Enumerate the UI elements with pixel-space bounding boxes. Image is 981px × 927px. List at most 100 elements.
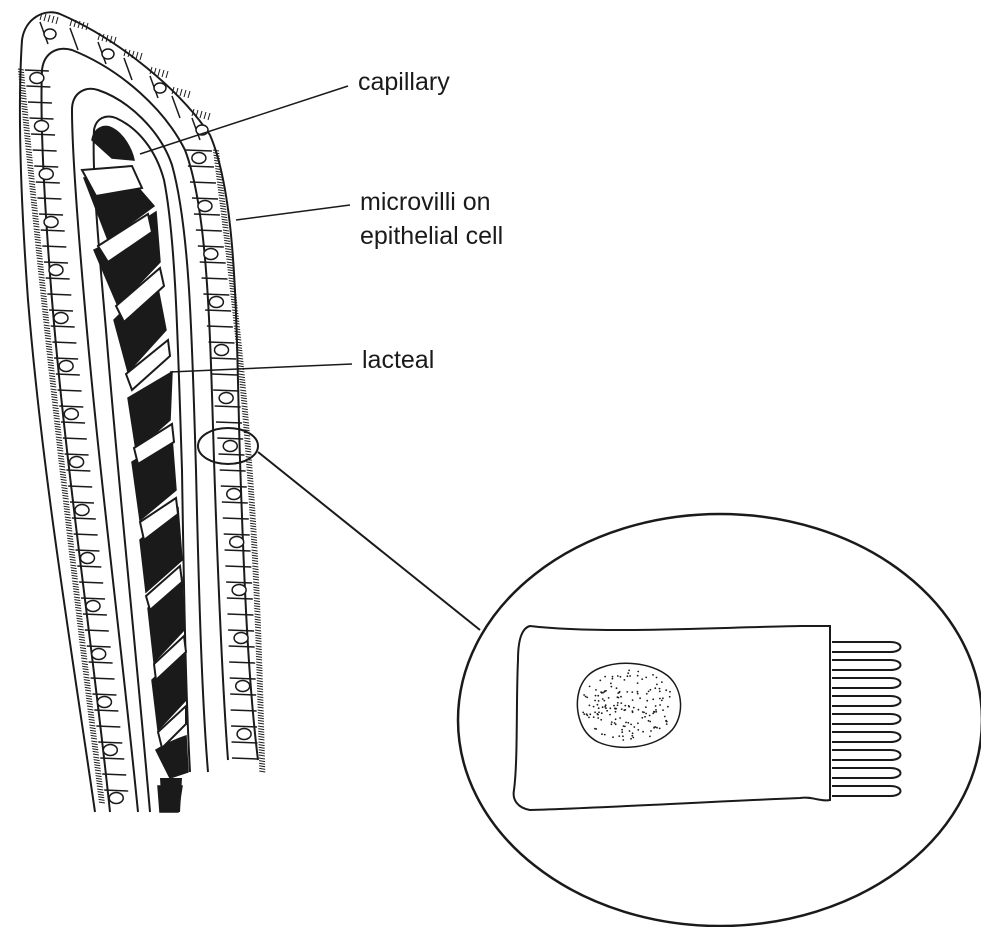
microvillus [252, 550, 258, 551]
microvillus [241, 395, 247, 396]
microvillus [248, 491, 254, 492]
chromatin-dot [656, 684, 658, 686]
microvillus [247, 470, 253, 471]
microvillus [241, 400, 247, 401]
microvillus [58, 461, 64, 462]
chromatin-dot [597, 717, 599, 719]
microvillus [46, 346, 52, 347]
microvillus [235, 334, 241, 335]
microvillus [245, 448, 251, 449]
microvillus [257, 691, 263, 692]
microvillus [58, 456, 64, 457]
microvillus [258, 731, 264, 732]
microvillus [35, 239, 41, 240]
cell-divider [223, 518, 249, 519]
microvillus [250, 523, 256, 524]
microvillus [258, 736, 264, 737]
microvillus [251, 537, 257, 538]
microvillus [31, 207, 37, 208]
nucleus [75, 505, 89, 516]
microvillus [53, 415, 59, 416]
nucleus [209, 297, 223, 308]
chromatin-dot [612, 678, 614, 680]
microvillus [49, 373, 55, 374]
chromatin-dot [588, 717, 590, 719]
microvillus [222, 222, 228, 223]
microvillus-loop [832, 696, 901, 706]
microvillus [64, 506, 70, 507]
chromatin-dot [648, 691, 650, 693]
microvillus [18, 74, 24, 75]
microvillus [32, 216, 38, 217]
nucleus [102, 49, 114, 59]
chromatin-dot [606, 710, 608, 712]
microvillus [46, 344, 52, 345]
microvillus [84, 680, 90, 681]
chromatin-dot [669, 696, 671, 698]
cell-divider [230, 694, 256, 695]
microvillus [30, 189, 36, 190]
chromatin-dot [598, 700, 600, 702]
microvillus [162, 70, 164, 77]
microvillus [254, 606, 260, 607]
microvillus [240, 384, 246, 385]
chromatin-dot [638, 709, 640, 711]
microvillus [254, 601, 260, 602]
microvillus [68, 543, 74, 544]
microvillus [69, 552, 75, 553]
microvillus [257, 699, 263, 700]
chromatin-dot [646, 700, 648, 702]
microvillus [23, 122, 29, 123]
microvillus [32, 213, 38, 214]
microvillus [136, 52, 138, 59]
microvillus [225, 251, 231, 252]
microvillus [77, 618, 83, 619]
chromatin-dot [632, 699, 634, 701]
microvillus [217, 179, 223, 180]
microvillus [256, 667, 262, 668]
microvillus [244, 435, 250, 436]
microvillus-loop [832, 642, 901, 652]
microvillus [257, 672, 263, 673]
chromatin-dot [649, 736, 651, 738]
microvillus [70, 565, 76, 566]
microvillus [241, 403, 247, 404]
microvillus [255, 635, 261, 636]
microvillus [227, 267, 233, 268]
microvillus [252, 555, 258, 556]
chromatin-dot [595, 689, 597, 691]
nucleus [59, 361, 73, 372]
microvillus [219, 201, 225, 202]
chromatin-dot [655, 705, 657, 707]
chromatin-dot [622, 735, 624, 737]
microvillus [249, 499, 255, 500]
microvillus [49, 370, 55, 371]
chromatin-dot [637, 722, 639, 724]
microvillus [43, 317, 49, 318]
microvillus [38, 266, 44, 267]
microvillus [53, 410, 59, 411]
microvillus [62, 490, 68, 491]
microvillus-loop [832, 750, 901, 760]
microvillus [63, 498, 69, 499]
microvillus [250, 528, 256, 529]
cell-divider [52, 342, 76, 343]
microvillus [242, 414, 248, 415]
microvillus [243, 425, 249, 426]
microvillus [45, 338, 51, 339]
cell-divider [217, 438, 243, 439]
chromatin-dot [661, 681, 663, 683]
nucleus [236, 681, 250, 692]
microvillus [249, 502, 255, 503]
chromatin-dot [664, 716, 666, 718]
microvillus [26, 154, 32, 155]
microvillus [247, 475, 253, 476]
microvillus [21, 104, 27, 105]
microvillus [254, 603, 260, 604]
microvillus [48, 365, 54, 366]
microvillus [247, 480, 253, 481]
chromatin-dot [593, 716, 595, 718]
microvillus [65, 517, 71, 518]
microvillus [218, 187, 224, 188]
chromatin-dot [627, 672, 629, 674]
